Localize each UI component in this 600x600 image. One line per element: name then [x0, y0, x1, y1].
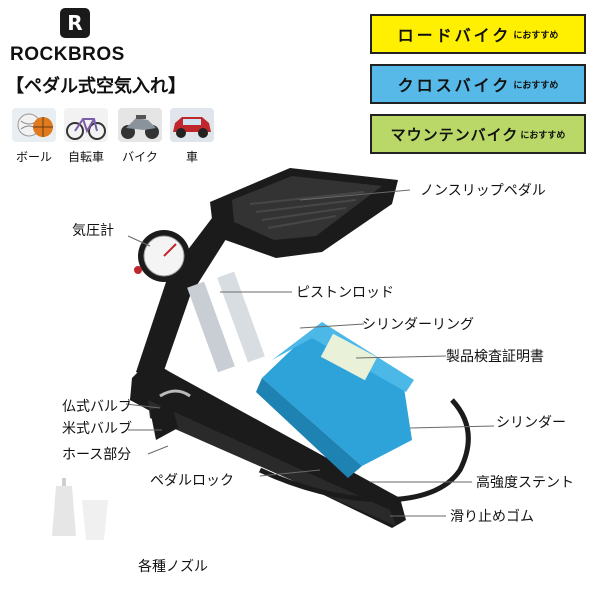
leader-cylinder-ring [299, 323, 365, 329]
label-hose: ホース部分 [62, 447, 132, 463]
car-icon [170, 108, 214, 142]
nozzle-tip [62, 478, 66, 486]
leader-pedal-lock [259, 469, 321, 477]
nozzle-a [52, 486, 76, 536]
leader-certificate [355, 355, 447, 359]
label-pedal-lock: ペダルロック [150, 473, 234, 489]
piston-rod-left [187, 281, 235, 373]
pump-arm [136, 212, 236, 382]
cylinder-right [262, 332, 412, 466]
valve-clip [159, 389, 191, 398]
gauge-needle [163, 243, 177, 257]
label-certificate: 製品検査証明書 [446, 349, 544, 365]
cylinder-left [256, 378, 362, 478]
label-gauge: 気圧計 [72, 223, 114, 239]
recommend-cross-bike-suffix: におすすめ [513, 80, 559, 91]
gauge-knob [134, 266, 142, 274]
use-label-bicycle: 自転車 [67, 150, 104, 164]
pedal-ridges [249, 191, 365, 229]
brand-logo-icon [60, 8, 90, 38]
label-non-slip-rubber: 滑り止めゴム [450, 509, 534, 525]
use-label-motorcycle: バイク [122, 150, 158, 164]
label-us-valve: 米式バルブ [62, 421, 132, 437]
leader-french-valve [125, 403, 161, 409]
certificate-sticker [320, 333, 378, 381]
label-cylinder: シリンダー [496, 415, 566, 431]
recommend-cross-bike-text: クロスバイク [397, 76, 512, 95]
nozzle-b [82, 500, 108, 540]
ball-icon [12, 108, 56, 142]
recommend-road-bike: ロードバイクにおすすめ [370, 14, 586, 54]
leader-pedal [299, 189, 411, 201]
label-stand: 高強度ステント [476, 475, 574, 491]
page-title: 【ペダル式空気入れ】 [6, 76, 186, 97]
recommend-mountain-bike-text: マウンテンバイク [390, 125, 519, 144]
pedal-grip [232, 176, 382, 240]
cylinder-top [272, 322, 414, 392]
use-label-car: 車 [185, 150, 198, 164]
recommend-cross-bike: クロスバイクにおすすめ [370, 64, 586, 104]
label-nonslip-pedal: ノンスリップペダル [420, 183, 546, 199]
use-label-ball: ボール [15, 150, 52, 164]
motorcycle-icon [118, 108, 162, 142]
recommend-mountain-bike-suffix: におすすめ [520, 130, 566, 141]
recommend-road-bike-text: ロードバイク [397, 26, 512, 45]
leader-hose [147, 445, 169, 455]
hose [258, 398, 471, 503]
recommend-mountain-bike: マウンテンバイクにおすすめ [370, 114, 586, 154]
piston-rod-right [217, 271, 265, 363]
valve-head [150, 404, 178, 440]
label-french-valve: 仏式バルブ [62, 399, 132, 415]
leader-cylinder [409, 425, 495, 429]
label-nozzles: 各種ノズル [138, 559, 208, 575]
bicycle-icon [64, 108, 108, 142]
label-piston-rod: ピストンロッド [296, 285, 394, 301]
label-cylinder-ring: シリンダーリング [362, 317, 474, 333]
brand-name: ROCKBROS [10, 44, 125, 65]
leader-gauge [127, 235, 151, 247]
recommend-road-bike-suffix: におすすめ [513, 30, 559, 41]
